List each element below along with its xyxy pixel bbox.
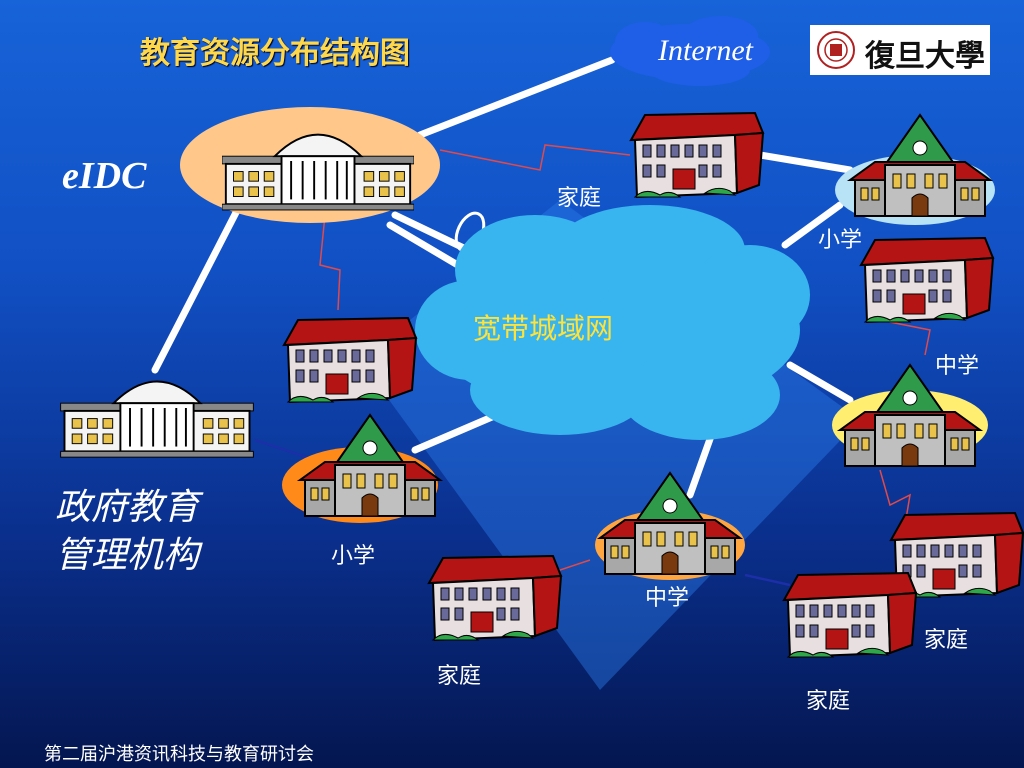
home-label: 家庭 <box>806 689 851 714</box>
home-school-icon <box>428 555 562 641</box>
primary-school-icon <box>849 114 991 217</box>
primary-school-label: 小学 <box>331 544 376 569</box>
gov-label-line2: 管理机构 <box>55 535 200 575</box>
metro-network-label: 宽带城域网 <box>473 312 614 345</box>
university-name: 復旦大學 <box>865 39 985 74</box>
primary-school-label: 小学 <box>818 228 863 253</box>
middle-school-label: 中学 <box>935 354 980 379</box>
blue-links <box>254 438 791 587</box>
home-label: 家庭 <box>924 628 969 653</box>
home-school-icon <box>783 572 917 658</box>
middle-school-label: 中学 <box>645 586 690 611</box>
middle-school-icon <box>839 364 981 467</box>
eidc-label: eIDC <box>62 155 147 197</box>
gov-label-line1: 政府教育 <box>55 487 200 527</box>
school-icon <box>283 317 417 403</box>
metro-cloud <box>415 205 810 440</box>
footer-text: 第二届沪港资讯科技与教育研讨会 <box>44 744 314 765</box>
school-icon <box>860 237 994 323</box>
home-label: 家庭 <box>557 186 602 211</box>
university-logo: 復旦大學 <box>810 25 990 75</box>
home-label: 家庭 <box>437 664 482 689</box>
government-building-icon <box>60 380 254 459</box>
page-title: 教育资源分布结构图 <box>140 36 410 71</box>
seal-icon <box>817 31 855 69</box>
internet-label: Internet <box>658 34 753 67</box>
home-school-icon <box>630 112 764 198</box>
internet-cloud <box>610 16 770 86</box>
